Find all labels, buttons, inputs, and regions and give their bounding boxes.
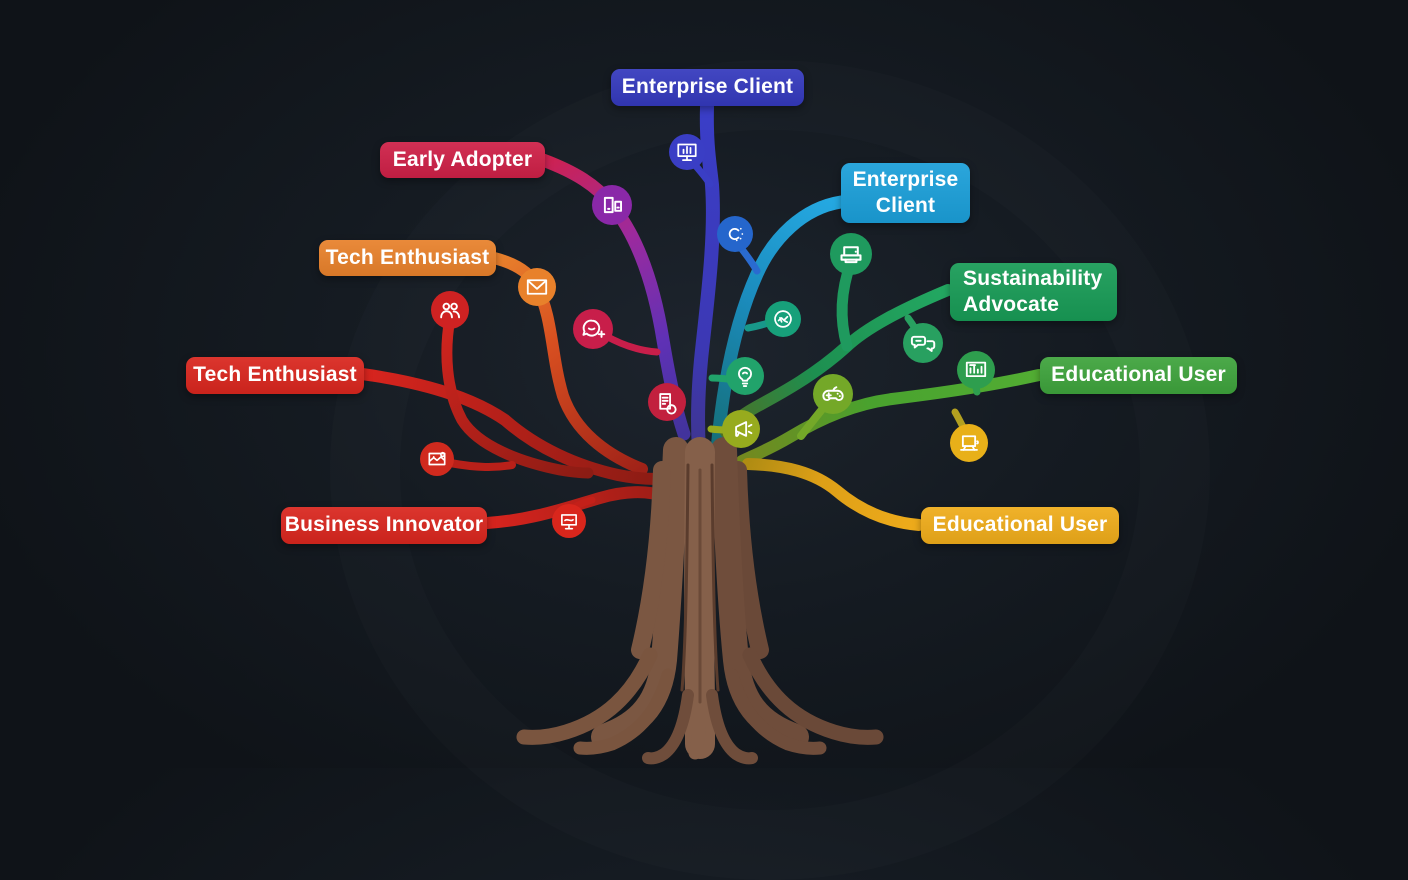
team-icon — [440, 302, 461, 319]
megaphone-icon — [735, 421, 753, 437]
node-circle-laptop-printer — [830, 233, 872, 275]
node-envelope[interactable] — [518, 268, 556, 306]
trunk-segment-1 — [631, 461, 671, 659]
node-circle-image-card — [420, 442, 454, 476]
trunk-root-2 — [642, 689, 694, 765]
node-laptop-printer[interactable] — [830, 233, 872, 275]
node-monitor-chart[interactable] — [669, 134, 705, 170]
persona-label-sustainability-advocate[interactable]: Sustainability Advocate — [950, 263, 1117, 321]
persona-label-early-adopter[interactable]: Early Adopter — [380, 142, 545, 178]
branch-enterprise-top-limb — [690, 100, 720, 457]
node-team[interactable] — [431, 291, 469, 329]
node-circle-computer — [950, 424, 988, 462]
handshake-icon — [774, 310, 792, 328]
branch-tech-red-limb — [356, 368, 662, 485]
node-megaphone[interactable] — [722, 410, 760, 448]
envelope-icon — [526, 279, 548, 295]
trunk-ridge-0 — [680, 463, 690, 692]
document-disc-icon — [659, 393, 677, 415]
persona-label-educational-user-yellow[interactable]: Educational User — [921, 507, 1119, 544]
persona-label-tech-enthusiast-orange[interactable]: Tech Enthusiast — [319, 240, 496, 276]
trunk-root-6 — [742, 647, 884, 745]
speech-bubbles-icon — [910, 335, 936, 352]
node-computer[interactable] — [950, 424, 988, 462]
persona-label-tech-enthusiast-red[interactable]: Tech Enthusiast — [186, 357, 364, 394]
node-lightbulb[interactable] — [726, 357, 764, 395]
trunk-root-1 — [573, 668, 675, 755]
node-circle-game-controller — [813, 374, 853, 414]
sparkle-sun-icon — [728, 227, 744, 242]
branch-team-limb — [441, 312, 594, 479]
persona-label-enterprise-client-top[interactable]: Enterprise Client — [611, 69, 804, 106]
node-chat-face[interactable] — [573, 309, 613, 349]
node-circle-lightbulb — [726, 357, 764, 395]
laptop-printer-icon — [840, 246, 862, 264]
mobile-devices-icon — [603, 196, 623, 214]
node-circle-kpi-chart — [957, 351, 995, 389]
node-circle-speech-bubbles — [903, 323, 943, 363]
trunk-root-0 — [516, 647, 658, 745]
node-circle-megaphone — [722, 410, 760, 448]
branch-educational-yellow-limb — [742, 458, 925, 531]
branch-image-card-stub — [446, 459, 516, 472]
game-controller-icon — [822, 386, 844, 402]
node-monitor[interactable] — [552, 504, 586, 538]
trunk-root-4 — [706, 689, 758, 765]
branch-enterprise-right-limb — [710, 195, 848, 457]
trunk-root-3 — [688, 693, 707, 760]
node-circle-envelope — [518, 268, 556, 306]
node-circle-sparkle-sun — [717, 216, 753, 252]
persona-label-educational-user-green[interactable]: Educational User — [1040, 357, 1237, 394]
trunk-ridge-1 — [710, 463, 720, 692]
node-circle-document-disc — [648, 383, 686, 421]
persona-label-enterprise-client-right[interactable]: Enterprise Client — [841, 163, 970, 223]
trunk-layer — [516, 437, 884, 765]
monitor-chart-icon — [677, 143, 697, 162]
node-speech-bubbles[interactable] — [903, 323, 943, 363]
tree-svg — [356, 100, 1045, 765]
lightbulb-icon — [737, 366, 753, 387]
trunk-segment-2 — [729, 461, 769, 659]
branch-business-limb — [481, 486, 672, 529]
trunk-root-5 — [725, 668, 827, 755]
node-kpi-chart[interactable] — [957, 351, 995, 389]
chat-face-icon — [582, 319, 606, 338]
node-game-controller[interactable] — [813, 374, 853, 414]
kpi-chart-icon — [965, 361, 987, 378]
computer-icon — [960, 435, 979, 451]
node-handshake[interactable] — [765, 301, 801, 337]
image-card-icon — [428, 451, 446, 466]
node-mobile-devices[interactable] — [592, 185, 632, 225]
persona-label-business-innovator[interactable]: Business Innovator — [281, 507, 487, 544]
node-sparkle-sun[interactable] — [717, 216, 753, 252]
node-image-card[interactable] — [420, 442, 454, 476]
monitor-icon — [561, 514, 577, 530]
node-circle-team — [431, 291, 469, 329]
nodes-layer — [420, 134, 995, 538]
node-document-disc[interactable] — [648, 383, 686, 421]
node-circle-monitor — [552, 504, 586, 538]
